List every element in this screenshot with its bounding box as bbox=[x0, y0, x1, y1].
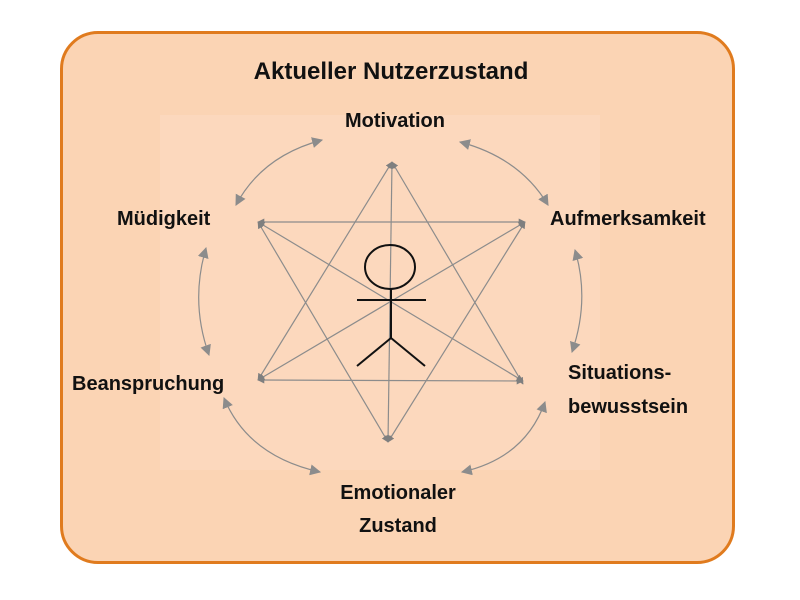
node-label-situation-line1: Situations- bbox=[568, 362, 672, 384]
connector-motivation-situation bbox=[391, 161, 524, 385]
node-label-motivation: Motivation bbox=[345, 110, 445, 132]
diagram-title: Aktueller Nutzerzustand bbox=[253, 58, 529, 85]
node-label-emotional-line2: Zustand bbox=[359, 515, 437, 537]
node-label-emotional-line1: Emotionaler bbox=[340, 482, 456, 504]
arc-situation-emotional bbox=[460, 400, 547, 476]
arc-motivation-aufmerksamkeit bbox=[458, 139, 549, 206]
connector-aufmerksamkeit-emotional bbox=[387, 221, 526, 443]
connector-beanspruchung-motivation bbox=[257, 161, 393, 381]
arc-aufmerksamkeit-situation bbox=[570, 248, 584, 354]
connector-situation-beanspruchung bbox=[257, 376, 524, 385]
arc-beanspruchung-muedigkeit bbox=[197, 246, 211, 357]
node-label-situation-line2: bewusstsein bbox=[568, 396, 689, 418]
node-label-aufmerksamkeit: Aufmerksamkeit bbox=[550, 208, 706, 230]
stick-figure-icon bbox=[356, 244, 426, 367]
node-label-muedigkeit: Müdigkeit bbox=[117, 208, 211, 230]
outer-cycle-arrows bbox=[197, 137, 584, 476]
node-label-beanspruchung: Beanspruchung bbox=[72, 373, 225, 395]
arc-muedigkeit-motivation bbox=[235, 137, 324, 206]
arc-emotional-beanspruchung bbox=[222, 396, 322, 476]
